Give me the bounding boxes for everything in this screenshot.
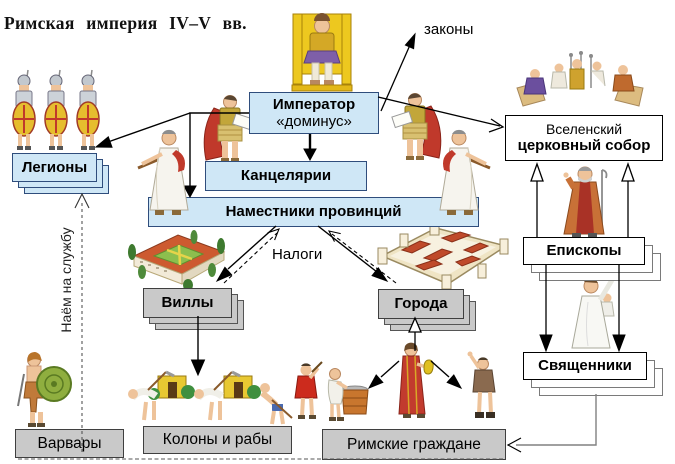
hire-for-service-label: Наём на службу — [58, 227, 74, 333]
arrow-emperor-to-legions — [94, 112, 191, 148]
colons-slaves-label: Колоны и рабы — [162, 431, 273, 449]
arrow-bishops-to-council-left — [530, 162, 544, 237]
council-label-line2: церковный собор — [517, 137, 651, 155]
laws-label: законы — [424, 21, 474, 38]
arrow-bishops-to-priests-right — [612, 265, 626, 353]
node-priests: Священники — [523, 352, 647, 380]
arrow-emperor-to-laws — [380, 32, 416, 112]
barbarians-label: Варвары — [37, 434, 102, 452]
node-roman-citizens: Римские граждане — [322, 429, 506, 460]
emperor-label-line2: «доминус» — [276, 113, 352, 130]
priests-label: Священники — [538, 357, 632, 375]
arrow-emperor-to-chancelleries — [303, 134, 317, 162]
diagram-title: Римская империя IV–V вв. — [4, 13, 247, 33]
chancelleries-label: Канцелярии — [240, 167, 332, 185]
arrow-citizens-left — [367, 360, 400, 389]
governors-label: Наместники провинций — [225, 203, 402, 221]
node-legions: Легионы — [12, 153, 97, 182]
emperor-label-line1: Император — [272, 95, 356, 113]
node-villas: Виллы — [143, 288, 232, 318]
arrow-villas-taxes-to-governors — [223, 228, 280, 284]
arrow-priests-to-citizens — [506, 394, 597, 453]
arrow-emperor-to-council — [377, 96, 505, 133]
arrow-governors-to-cities — [317, 225, 389, 282]
node-cities: Города — [378, 289, 464, 319]
council-label-line1: Вселенский — [545, 121, 623, 138]
villas-label: Виллы — [161, 294, 214, 312]
roman-citizens-label: Римские граждане — [347, 435, 481, 453]
arrow-villas-to-colons — [190, 316, 206, 377]
node-governors: Наместники провинций — [148, 197, 479, 227]
arrow-cities-taxes-to-governors — [327, 230, 397, 284]
arrow-citizens-to-cities — [408, 316, 422, 351]
node-emperor: Император «доминус» — [249, 92, 379, 134]
cities-label: Города — [394, 295, 448, 313]
taxes-label: Налоги — [272, 246, 323, 263]
arrow-bishops-to-council-right — [621, 162, 635, 237]
arrow-governors-to-villas — [215, 225, 277, 283]
arrow-bishops-to-priests-left — [539, 265, 553, 353]
arrow-hire-barbarians-to-legions — [74, 192, 90, 452]
bishops-label: Епископы — [546, 242, 622, 260]
arrow-citizens-right — [430, 360, 463, 389]
node-chancelleries: Канцелярии — [205, 161, 367, 191]
node-barbarians: Варвары — [15, 429, 124, 458]
arrow-emperor-to-governors — [183, 112, 249, 199]
node-colons-slaves: Колоны и рабы — [143, 426, 292, 454]
node-council: Вселенский церковный собор — [505, 115, 663, 161]
node-bishops: Епископы — [523, 237, 645, 265]
legions-label: Легионы — [21, 158, 88, 176]
